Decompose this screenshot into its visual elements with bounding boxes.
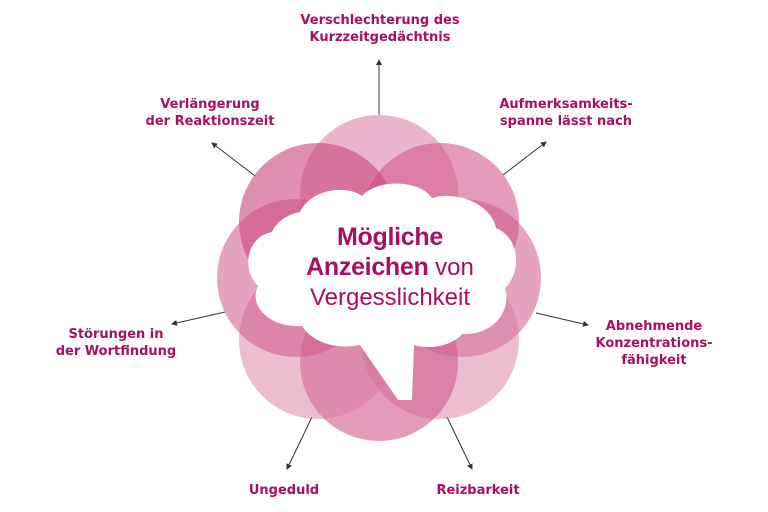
sign-line: Aufmerksamkeits- bbox=[499, 97, 633, 112]
sign-line: Ungeduld bbox=[248, 483, 320, 498]
speech-cloud bbox=[248, 183, 517, 400]
arrow-reaktionszeit bbox=[211, 142, 256, 177]
sign-line: Konzentrations- bbox=[595, 336, 713, 351]
sign-line: der Reaktionszeit bbox=[145, 114, 275, 129]
arrow-reizbarkeit bbox=[446, 416, 473, 470]
sign-line: Verlängerung bbox=[160, 97, 260, 112]
sign-line: spanne lässt nach bbox=[499, 114, 633, 129]
sign-aufmerksamkeit: Aufmerksamkeits- spanne lässt nach bbox=[486, 96, 646, 130]
sign-line: der Wortfindung bbox=[55, 344, 177, 359]
sign-wortfindung: Störungen in der Wortfindung bbox=[46, 326, 186, 360]
sign-ungeduld: Ungeduld bbox=[224, 482, 344, 499]
sign-line: Abnehmende bbox=[605, 319, 703, 334]
arrow-konzentration bbox=[535, 312, 589, 327]
sign-reizbarkeit: Reizbarkeit bbox=[418, 482, 538, 499]
sign-line: Kurzzeitgedächtnis bbox=[309, 30, 451, 45]
sign-reaktionszeit: Verlängerung der Reaktionszeit bbox=[130, 96, 290, 130]
sign-line: Verschlechterung des bbox=[300, 13, 460, 28]
arrow-aufmerksamkeit bbox=[502, 141, 547, 176]
arrows bbox=[171, 59, 589, 470]
center-title-line2-bold: Anzeichen bbox=[306, 253, 429, 281]
sign-line: Störungen in bbox=[68, 327, 164, 342]
sign-line: fähigkeit bbox=[621, 353, 687, 368]
sign-line: Reizbarkeit bbox=[436, 483, 520, 498]
sign-kurzzeitgedaechtnis: Verschlechterung des Kurzzeitgedächtnis bbox=[280, 12, 480, 46]
arrow-ungeduld bbox=[286, 416, 313, 470]
arrow-wortfindung bbox=[171, 311, 226, 326]
center-title-line3: Vergesslichkeit bbox=[309, 284, 471, 311]
sign-konzentration: Abnehmende Konzentrations- fähigkeit bbox=[586, 318, 722, 369]
center-title-line2-normal: von bbox=[428, 254, 474, 281]
center-title: Mögliche Anzeichen von Vergesslichkeit bbox=[270, 222, 510, 313]
center-title-line1: Mögliche bbox=[337, 223, 443, 251]
